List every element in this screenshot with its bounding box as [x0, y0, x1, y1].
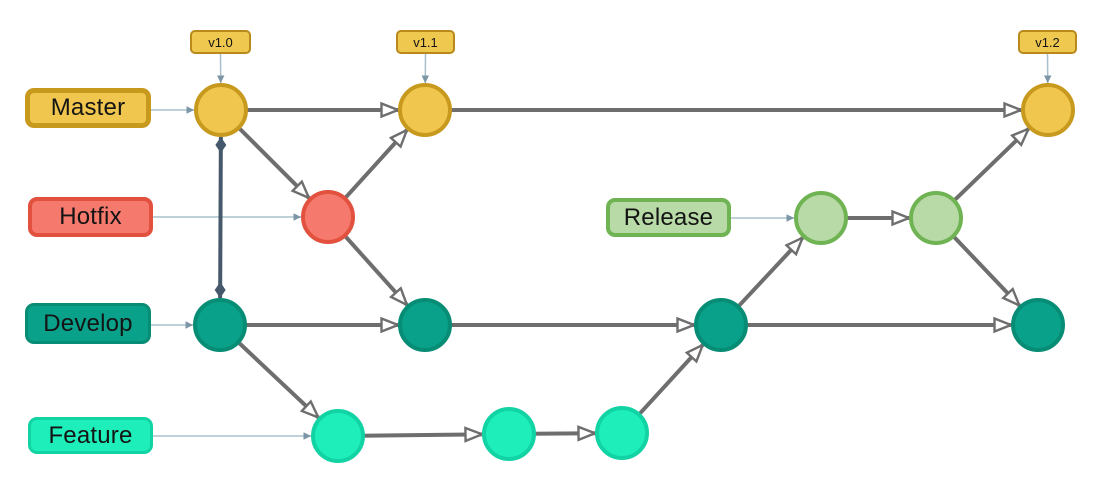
- hotfix-commit-1[interactable]: [301, 190, 355, 244]
- commit-edge-d1-f1: [235, 339, 319, 418]
- version-tag-v1.1[interactable]: v1.1: [396, 30, 455, 54]
- branch-link-m1-d1: [214, 136, 227, 299]
- version-tag-v1.0[interactable]: v1.0: [190, 30, 251, 54]
- develop-commit-1[interactable]: [193, 298, 247, 352]
- commit-edge-r2-m3: [951, 129, 1029, 204]
- commit-edge-f2-f3: [531, 433, 595, 434]
- commit-edge-f1-f2: [360, 434, 482, 435]
- master-commit-2[interactable]: [398, 83, 452, 137]
- develop-commit-3[interactable]: [694, 298, 748, 352]
- master-commit-1[interactable]: [194, 83, 248, 137]
- branch-label-master[interactable]: Master: [25, 88, 151, 128]
- commit-edge-f3-d3: [636, 345, 703, 418]
- release-commit-1[interactable]: [794, 191, 848, 245]
- branch-label-develop[interactable]: Develop: [25, 303, 151, 344]
- branch-label-feature[interactable]: Feature: [28, 417, 153, 454]
- commit-edge-h1-d2: [341, 232, 407, 305]
- branch-label-release[interactable]: Release: [606, 198, 731, 237]
- version-tag-v1.2[interactable]: v1.2: [1018, 30, 1077, 54]
- commit-edge-h1-m2: [341, 130, 406, 202]
- release-commit-2[interactable]: [909, 191, 963, 245]
- commit-edge-r2-d4: [950, 233, 1020, 306]
- branch-label-hotfix[interactable]: Hotfix: [28, 197, 153, 237]
- commit-edge-m1-h1: [235, 124, 309, 198]
- commit-edge-d3-r1: [735, 238, 803, 310]
- feature-commit-3[interactable]: [595, 406, 649, 460]
- feature-commit-2[interactable]: [482, 407, 536, 461]
- develop-commit-4[interactable]: [1011, 298, 1065, 352]
- feature-commit-1[interactable]: [311, 409, 365, 463]
- develop-commit-2[interactable]: [398, 298, 452, 352]
- master-commit-3[interactable]: [1021, 83, 1075, 137]
